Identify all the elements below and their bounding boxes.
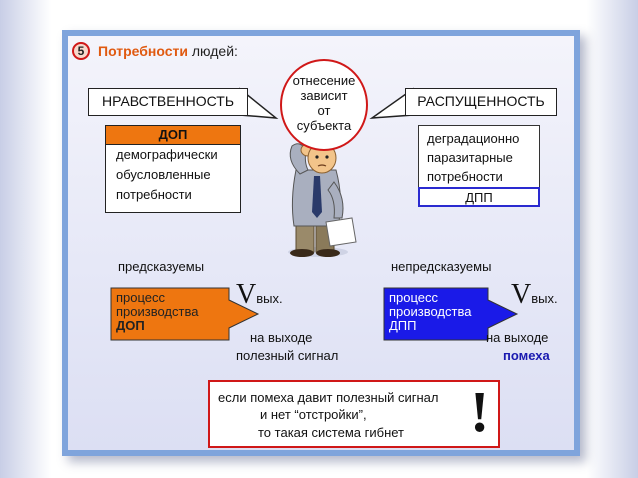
v-subscript: вых. <box>256 291 283 306</box>
predictable-label: предсказуемы <box>118 259 205 274</box>
subject-dependence-oval: отнесение зависит от субъекта <box>280 59 368 151</box>
v-symbol: V <box>236 279 257 310</box>
conclusion-line: и нет “отстройки”, <box>260 407 367 422</box>
conclusion-line: то такая система гибнет <box>258 425 405 440</box>
noise-label: помеха <box>503 348 550 363</box>
exclamation-mark: ! <box>470 379 490 444</box>
conclusion-box: если помеха давит полезный сигнал и нет … <box>208 380 500 448</box>
dpp-box-line: деградационно <box>427 131 520 146</box>
dpp-box-line: потребности <box>427 169 503 184</box>
title-rest: людей: <box>191 43 238 59</box>
thinking-person-illustration <box>288 142 357 257</box>
dpp-box-line: паразитарные <box>427 150 513 165</box>
slide-number-badge: 5 <box>72 42 90 60</box>
v-subscript: вых. <box>531 291 558 306</box>
unpredictable-label: непредсказуемы <box>391 259 492 274</box>
oval-line: субъекта <box>296 118 352 133</box>
right-output-line1: на выходе <box>486 330 549 345</box>
v-symbol: V <box>511 279 532 310</box>
oval-line: от <box>317 103 331 118</box>
dop-box-line: демографически <box>116 147 218 162</box>
morality-callout: НРАВСТВЕННОСТЬ <box>88 88 248 116</box>
dpp-box-footer: ДПП <box>418 187 540 207</box>
dop-box-line: обусловленные <box>116 167 211 182</box>
left-output-line1: на выходе <box>250 330 313 345</box>
left-process-line: процесс <box>116 290 166 305</box>
right-process-line: производства <box>389 304 472 319</box>
dpp-box: деградационно паразитарные потребности Д… <box>418 125 540 207</box>
right-process-last: ДПП <box>389 318 417 333</box>
useful-signal-label: полезный сигнал <box>236 348 339 363</box>
oval-line: зависит <box>300 88 348 103</box>
left-process-arrow <box>110 287 260 341</box>
right-process-text: процесс производства ДПП <box>389 291 471 333</box>
right-process-line: процесс <box>389 290 439 305</box>
left-process-text: процесс производства ДОП <box>116 291 198 333</box>
dop-box: ДОП демографически обусловленные потребн… <box>105 125 241 213</box>
left-v-output: Vвых. <box>236 279 283 311</box>
slide-title: Потребности людей: <box>98 43 238 59</box>
left-process-line: производства <box>116 304 199 319</box>
left-process-bold: ДОП <box>116 318 145 333</box>
right-process-arrow <box>383 287 519 341</box>
dop-box-line: потребности <box>116 187 192 202</box>
conclusion-line: если помеха давит полезный сигнал <box>218 390 439 405</box>
licentiousness-callout: РАСПУЩЕННОСТЬ <box>405 88 557 116</box>
title-highlight: Потребности <box>98 43 188 59</box>
dop-box-header: ДОП <box>106 126 240 145</box>
oval-line: отнесение <box>292 73 356 88</box>
right-v-output: Vвых. <box>511 279 558 311</box>
